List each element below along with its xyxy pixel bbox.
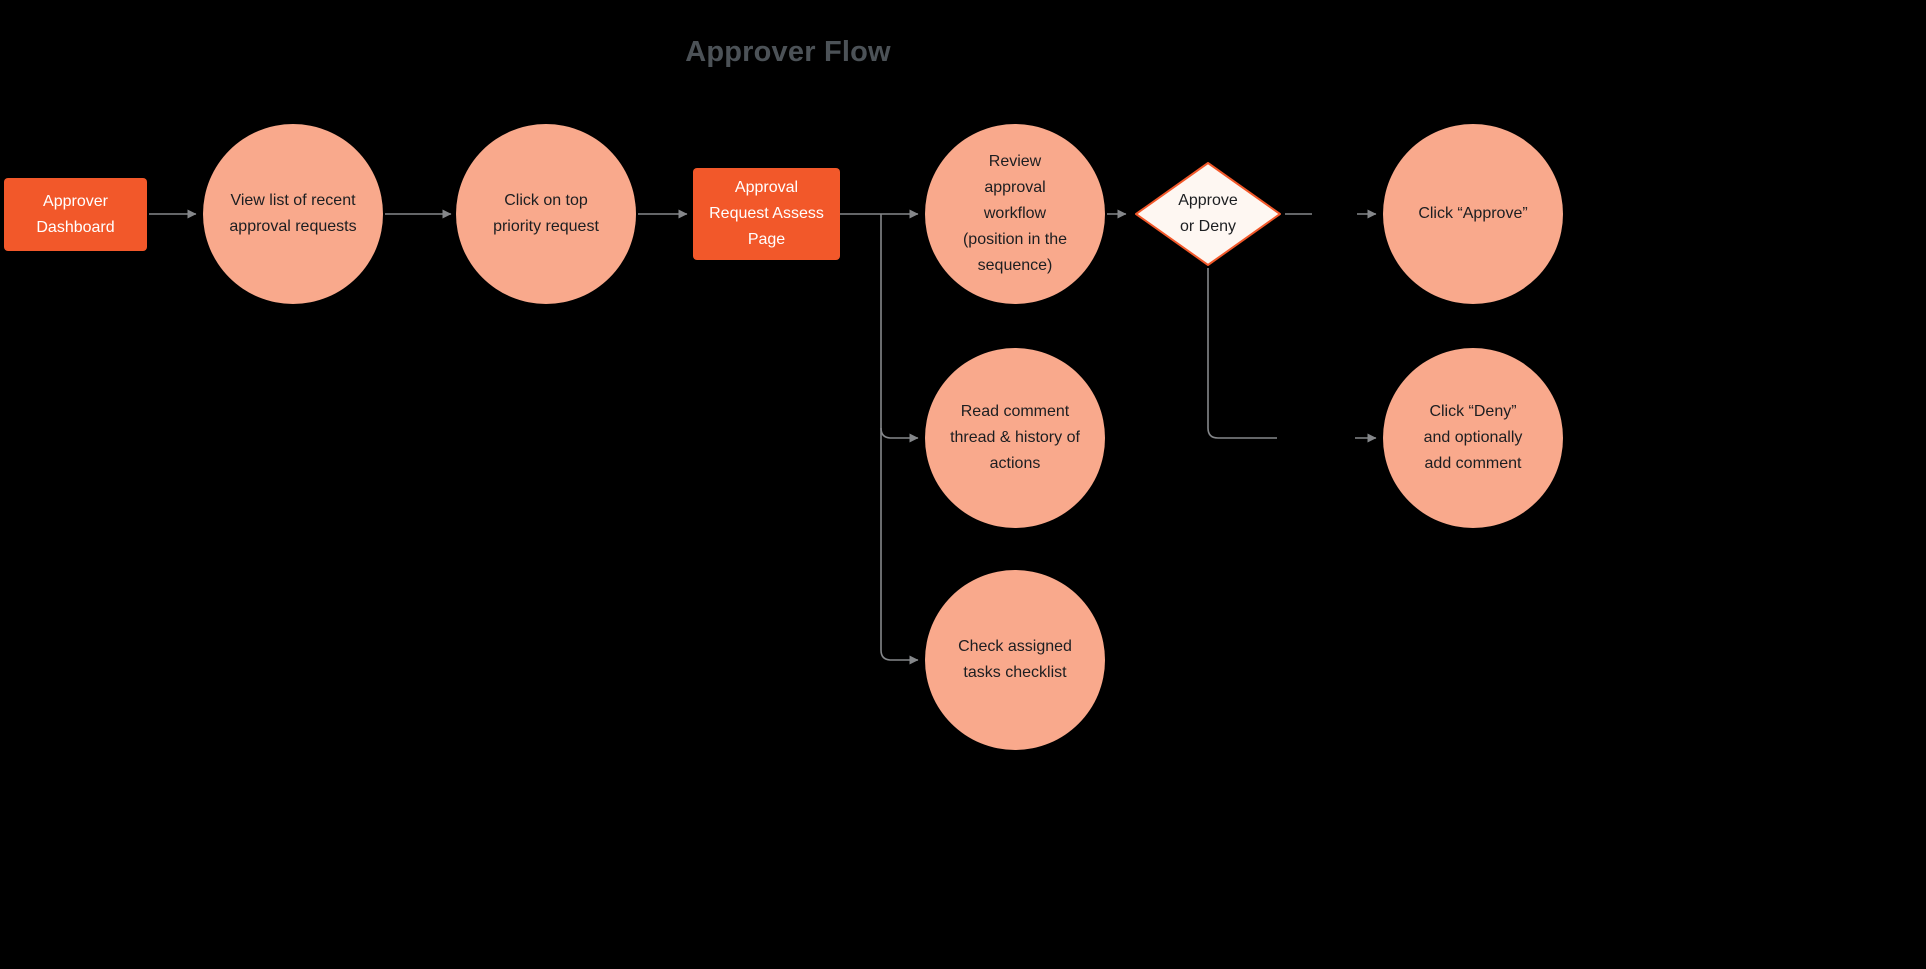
node-review-workflow: Review approval workflow (position in th… [925,124,1105,304]
node-label: Review approval workflow (position in th… [962,153,1068,274]
node-view-list: View list of recent approval requests [203,124,383,304]
node-approve-or-deny: Approve or Deny [1133,161,1283,267]
diagram-title: Approver Flow [685,36,891,68]
node-read-comments: Read comment thread & history of actions [925,348,1105,528]
node-click-approve: Click “Approve” [1383,124,1563,304]
node-label: View list of recent approval requests [229,192,357,235]
node-label: Approver Dashboard [36,192,115,236]
node-label: Click “Approve” [1418,205,1528,223]
connector-assesspage-to-readcomments [880,427,919,443]
node-label: Read comment thread & history of actions [950,403,1080,472]
connector-assesspage-to-checktasks [880,214,919,665]
node-click-deny: Click “Deny” and optionally add comment [1383,348,1563,528]
node-check-tasks: Check assigned tasks checklist [925,570,1105,750]
node-label: Approve or Deny [1178,192,1238,235]
node-label: Click on top priority request [493,192,599,235]
node-label: Click “Deny” and optionally add comment [1423,403,1523,472]
node-click-top-priority: Click on top priority request [456,124,636,304]
node-label: Check assigned tasks checklist [958,638,1072,681]
node-request-assess-page: Approval Request Assess Page [693,168,840,260]
node-label: Approval Request Assess Page [709,179,824,248]
diamond-shape [1135,162,1281,266]
node-approver-dashboard: Approver Dashboard [4,178,147,251]
connector-decision-to-deny-a [1207,268,1277,439]
